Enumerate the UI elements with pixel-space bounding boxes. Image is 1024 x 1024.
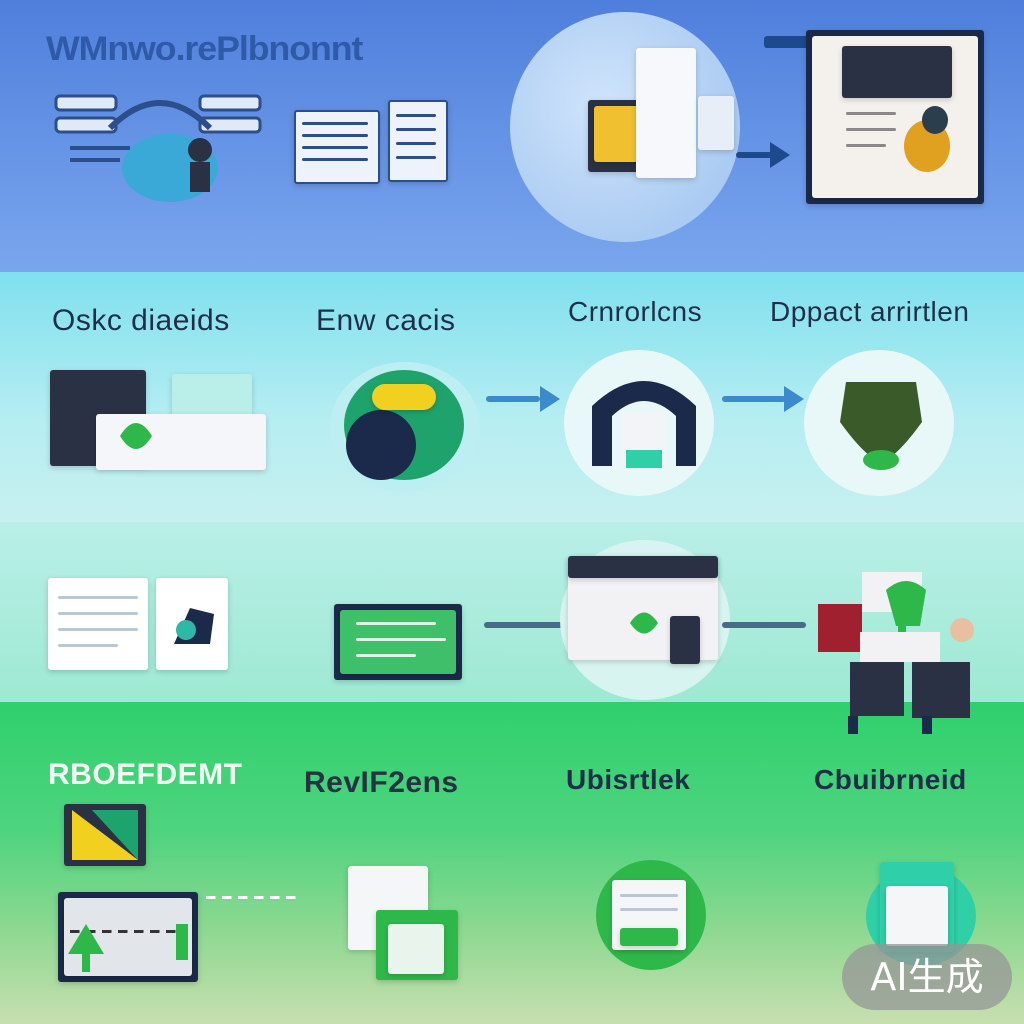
doc-line: [620, 908, 678, 911]
arrow-right-2: [722, 396, 786, 402]
doc-line: [58, 628, 138, 631]
dashed-connector: [206, 896, 298, 899]
screen-line: [356, 638, 446, 641]
tablet-screen: [594, 106, 638, 162]
step-label-3: Crnrorlcns: [568, 296, 703, 327]
doc-line: [302, 134, 368, 137]
tablet-card-screen: [886, 886, 948, 946]
doc-line: [58, 596, 138, 599]
leaf-icon: [120, 423, 152, 449]
tree-icon: [840, 382, 922, 470]
step-label-6: RevIF2ens: [304, 766, 459, 799]
doc-line: [846, 128, 896, 131]
ai-generated-badge: AI生成: [842, 944, 1012, 1010]
step-label-1: Oskc diaeids: [52, 304, 230, 337]
doc-line: [302, 146, 368, 149]
step-label-8: Cbuibrneid: [814, 764, 967, 795]
dashed-divider: [70, 930, 186, 933]
leaf-icon: [630, 612, 658, 634]
doc-line: [396, 156, 436, 159]
screen-header: [842, 46, 952, 98]
screen-line: [356, 654, 416, 657]
connector-bar: [764, 36, 814, 48]
doc-line: [396, 128, 436, 131]
screen-line: [356, 622, 436, 625]
connector-line-1: [484, 622, 580, 628]
step-label-7: Ubisrtlek: [566, 764, 691, 795]
doc-line: [58, 612, 138, 615]
chart-graphic: [72, 810, 138, 860]
team-icon: [818, 572, 974, 734]
step-label-5: RBOEFDEMT: [48, 758, 243, 791]
arrow-right: [736, 152, 776, 158]
arrow-head: [770, 142, 790, 168]
profile-icon: [174, 608, 214, 644]
arrow-right-1: [486, 396, 540, 402]
connector-line-2: [722, 622, 806, 628]
document-card-2: [388, 100, 448, 182]
green-footer: [620, 928, 678, 946]
grid-card: [388, 924, 444, 974]
doc-line: [396, 142, 436, 145]
doc-line: [846, 144, 886, 147]
building-icon: [592, 381, 696, 468]
arrow-head: [540, 386, 560, 412]
step-label-4: Dppact arrirtlen: [770, 296, 970, 327]
doc-line: [58, 644, 118, 647]
doc-line: [302, 122, 368, 125]
doc-line: [846, 112, 896, 115]
server-illustration: [54, 94, 262, 202]
doc-line: [396, 114, 436, 117]
tree-icon: [68, 924, 104, 972]
browser-header: [568, 556, 718, 578]
page-title: WMnwo.rePlbnonnt: [46, 30, 363, 68]
document-card-5: [48, 578, 148, 670]
doc-line: [620, 894, 678, 897]
step-label-2: Enw cacis: [316, 304, 456, 337]
tree-icon: [176, 924, 188, 960]
document-card-4: [698, 96, 734, 150]
doc-line: [302, 158, 368, 161]
document-card-3: [636, 48, 696, 178]
user-head: [922, 106, 948, 134]
person-body: [346, 410, 416, 480]
tablet-device: [670, 616, 700, 664]
laptop-screen: [172, 374, 252, 418]
monitor-screen: [340, 610, 456, 674]
drone-icon: [372, 384, 436, 410]
arrow-head: [784, 386, 804, 412]
